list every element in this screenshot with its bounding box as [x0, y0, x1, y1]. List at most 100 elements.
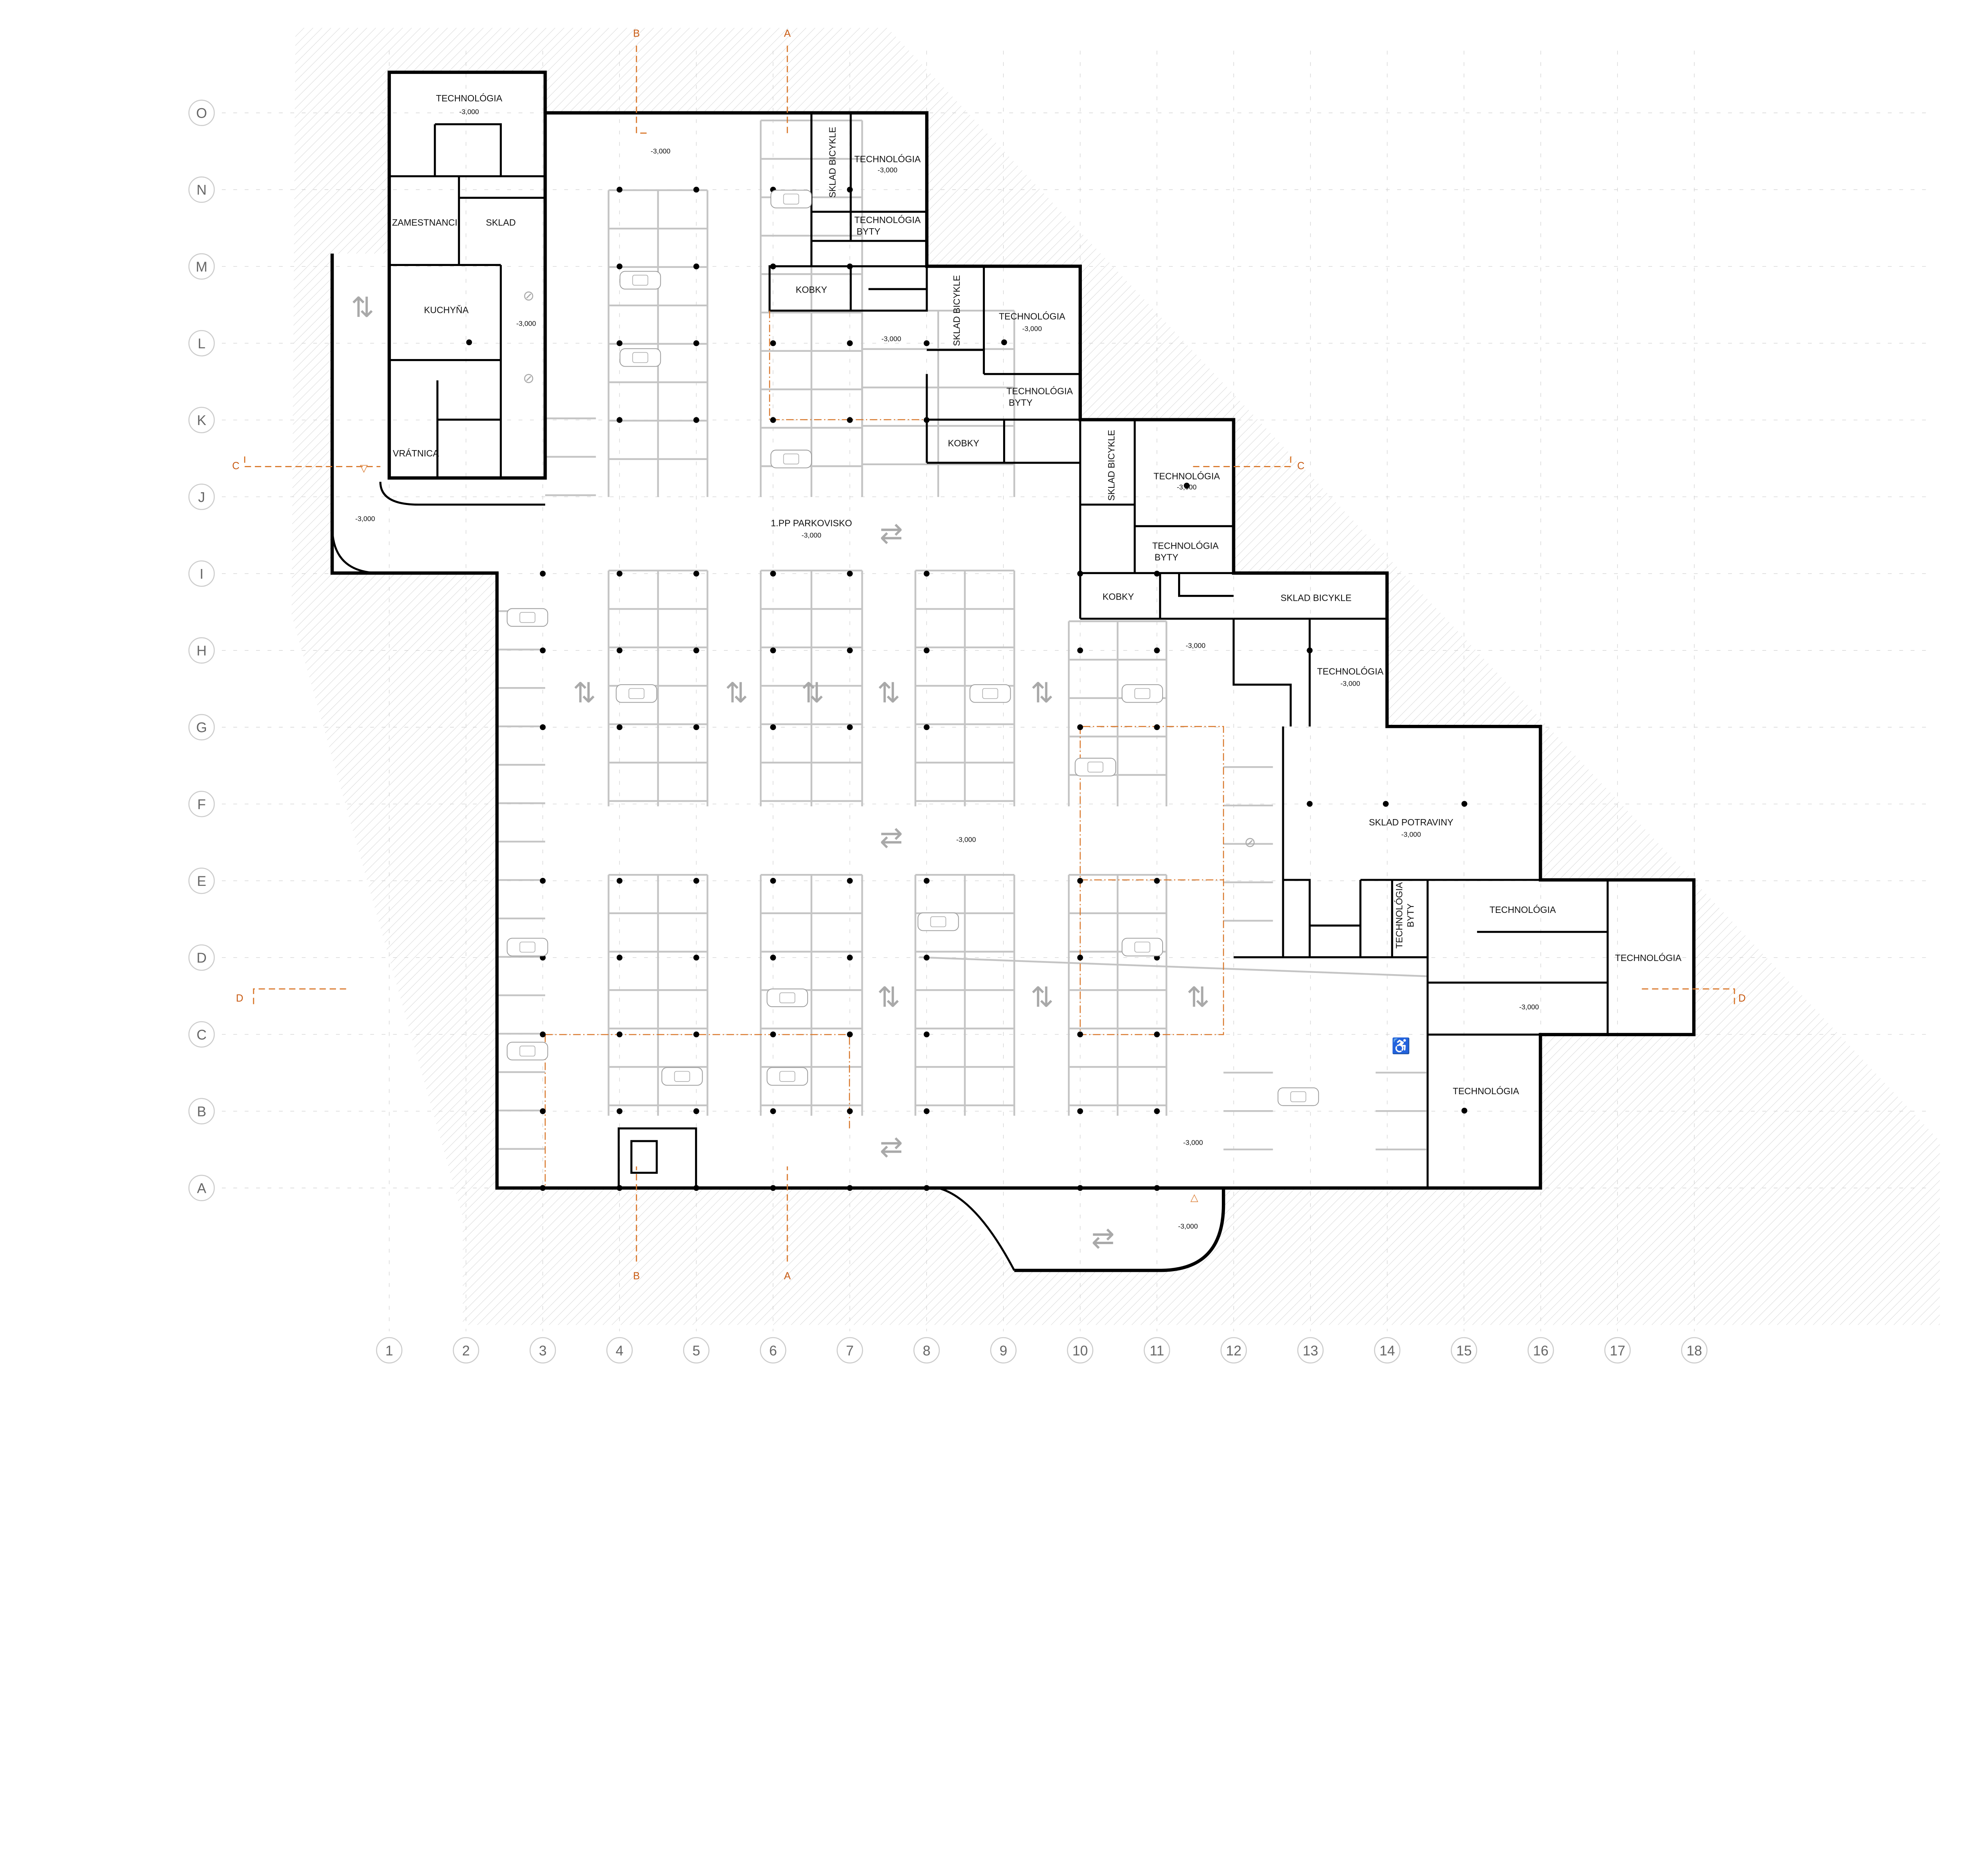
room-elevation: -3,000: [1401, 831, 1421, 839]
room-technologia-byty-line2: BYTY: [856, 226, 880, 237]
structural-column: [540, 647, 546, 654]
car-roof: [632, 352, 648, 363]
elevation-mark: -3,000: [1178, 1222, 1198, 1230]
grid-bubble: [683, 1337, 710, 1364]
section-marker-a-top: A: [784, 28, 791, 39]
floor-plan: B A B A C C D D ⇅ ⇅ ⇅ ⇅ ⇅ ⇅ ⇅ ⇅ ⇅ ⇄ ⇄ ⇄ …: [188, 28, 1940, 1364]
two-lane-arrow-icon: ⇄: [879, 1131, 903, 1162]
room-technologia: TECHNOLÓGIA: [436, 93, 503, 103]
grid-label-row: I: [200, 566, 204, 582]
room-technologia: TECHNOLÓGIA: [1489, 905, 1556, 915]
room-technologia: TECHNOLÓGIA: [1317, 666, 1384, 676]
structural-column: [847, 340, 853, 346]
structural-column: [847, 878, 853, 884]
room-technologia: TECHNOLÓGIA: [1453, 1086, 1520, 1096]
structural-column: [770, 1031, 776, 1037]
grid-bubble: [188, 944, 215, 971]
grid-label-column: 6: [769, 1343, 777, 1359]
grid-bubble: [1374, 1337, 1401, 1364]
structural-column: [693, 340, 699, 346]
structural-column: [847, 647, 853, 654]
two-way-arrow-icon: ⇅: [877, 981, 901, 1013]
structural-column: [847, 955, 853, 961]
car-roof: [1087, 761, 1104, 773]
elevation-mark: -3,000: [1183, 1138, 1203, 1146]
grid-bubble: [990, 1337, 1017, 1364]
grid-bubble: [760, 1337, 786, 1364]
car-roof: [783, 453, 799, 464]
car-icon: [767, 988, 808, 1007]
section-marker-c-left: C: [232, 460, 239, 472]
two-way-arrow-icon: ⇅: [573, 677, 596, 709]
grid-label-column: 3: [539, 1343, 547, 1359]
structural-column: [924, 878, 930, 884]
grid-bubble: [1450, 1337, 1477, 1364]
grid-label-row: J: [198, 489, 205, 505]
grid-bubble: [188, 1175, 215, 1201]
car-roof: [1134, 688, 1151, 699]
structural-column: [770, 340, 776, 346]
grid-bubble: [188, 483, 215, 510]
room-kobky: KOBKY: [1103, 591, 1134, 602]
room-technologia: TECHNOLÓGIA: [1615, 953, 1682, 963]
grid-bubble: [188, 407, 215, 433]
no-entry-icon: ⊘: [523, 288, 534, 304]
car-icon: [507, 938, 548, 957]
structural-column: [847, 186, 853, 193]
room-kobky: KOBKY: [948, 438, 979, 448]
grid-label-column: 16: [1533, 1343, 1549, 1359]
room-technologia-byty: TECHNOLÓGIA: [1152, 541, 1219, 551]
structural-column: [616, 263, 623, 270]
grid-label-column: 5: [693, 1343, 701, 1359]
grid-bubble: [188, 330, 215, 357]
outer-walls: [330, 70, 1696, 1272]
structural-column: [924, 1108, 930, 1114]
car-icon: [619, 348, 661, 367]
section-marker-d-right: D: [1738, 993, 1745, 1004]
room-sklad-bicykle: SKLAD BICYKLE: [827, 127, 837, 198]
car-icon: [1277, 1087, 1319, 1106]
section-marker-b-top: B: [633, 28, 640, 39]
car-roof: [628, 688, 645, 699]
structural-column: [1077, 647, 1083, 654]
room-technologia: TECHNOLÓGIA: [854, 154, 921, 164]
structural-column: [924, 955, 930, 961]
car-roof: [632, 275, 648, 286]
room-technologia-byty: TECHNOLÓGIA: [1006, 386, 1073, 396]
structural-column: [770, 955, 776, 961]
room-sklad-potraviny: SKLAD POTRAVINY: [1369, 817, 1453, 827]
section-marker-a-bottom: A: [784, 1270, 791, 1281]
parking-elevation: -3,000: [802, 531, 821, 539]
no-entry-icon: ⊘: [523, 371, 534, 386]
room-technologia-byty: TECHNOLÓGIA: [854, 215, 921, 225]
room-elevation: -3,000: [1340, 680, 1360, 687]
structural-column: [1077, 955, 1083, 961]
structural-column: [466, 339, 472, 346]
car-roof: [982, 688, 998, 699]
structural-column: [1307, 647, 1313, 654]
structural-column: [1077, 878, 1083, 884]
room-technologia-byty: TECHNOLÓGIA: [1394, 882, 1404, 949]
car-icon: [770, 450, 812, 468]
grid-label-row: E: [197, 874, 206, 889]
grid-bubble: [1067, 1337, 1093, 1364]
structural-column: [1077, 571, 1083, 577]
grid-label-column: 8: [923, 1343, 931, 1359]
structural-column: [616, 955, 623, 961]
car-icon: [615, 684, 657, 703]
elevation-mark: -3,000: [516, 320, 536, 328]
grid-label-row: C: [196, 1027, 206, 1043]
structural-column: [540, 1031, 546, 1037]
car-icon: [619, 271, 661, 289]
structural-column: [616, 1108, 623, 1114]
room-technologia-byty-line2: BYTY: [1009, 397, 1033, 408]
two-way-arrow-icon: ⇅: [725, 677, 748, 709]
structural-column: [1154, 1108, 1160, 1114]
car-roof: [519, 612, 536, 623]
grid-bubble: [188, 1021, 215, 1048]
entrance-triangle-icon: ▽: [360, 463, 368, 474]
structural-column: [616, 878, 623, 884]
car-roof: [674, 1071, 690, 1082]
grid-label-column: 10: [1072, 1343, 1088, 1359]
